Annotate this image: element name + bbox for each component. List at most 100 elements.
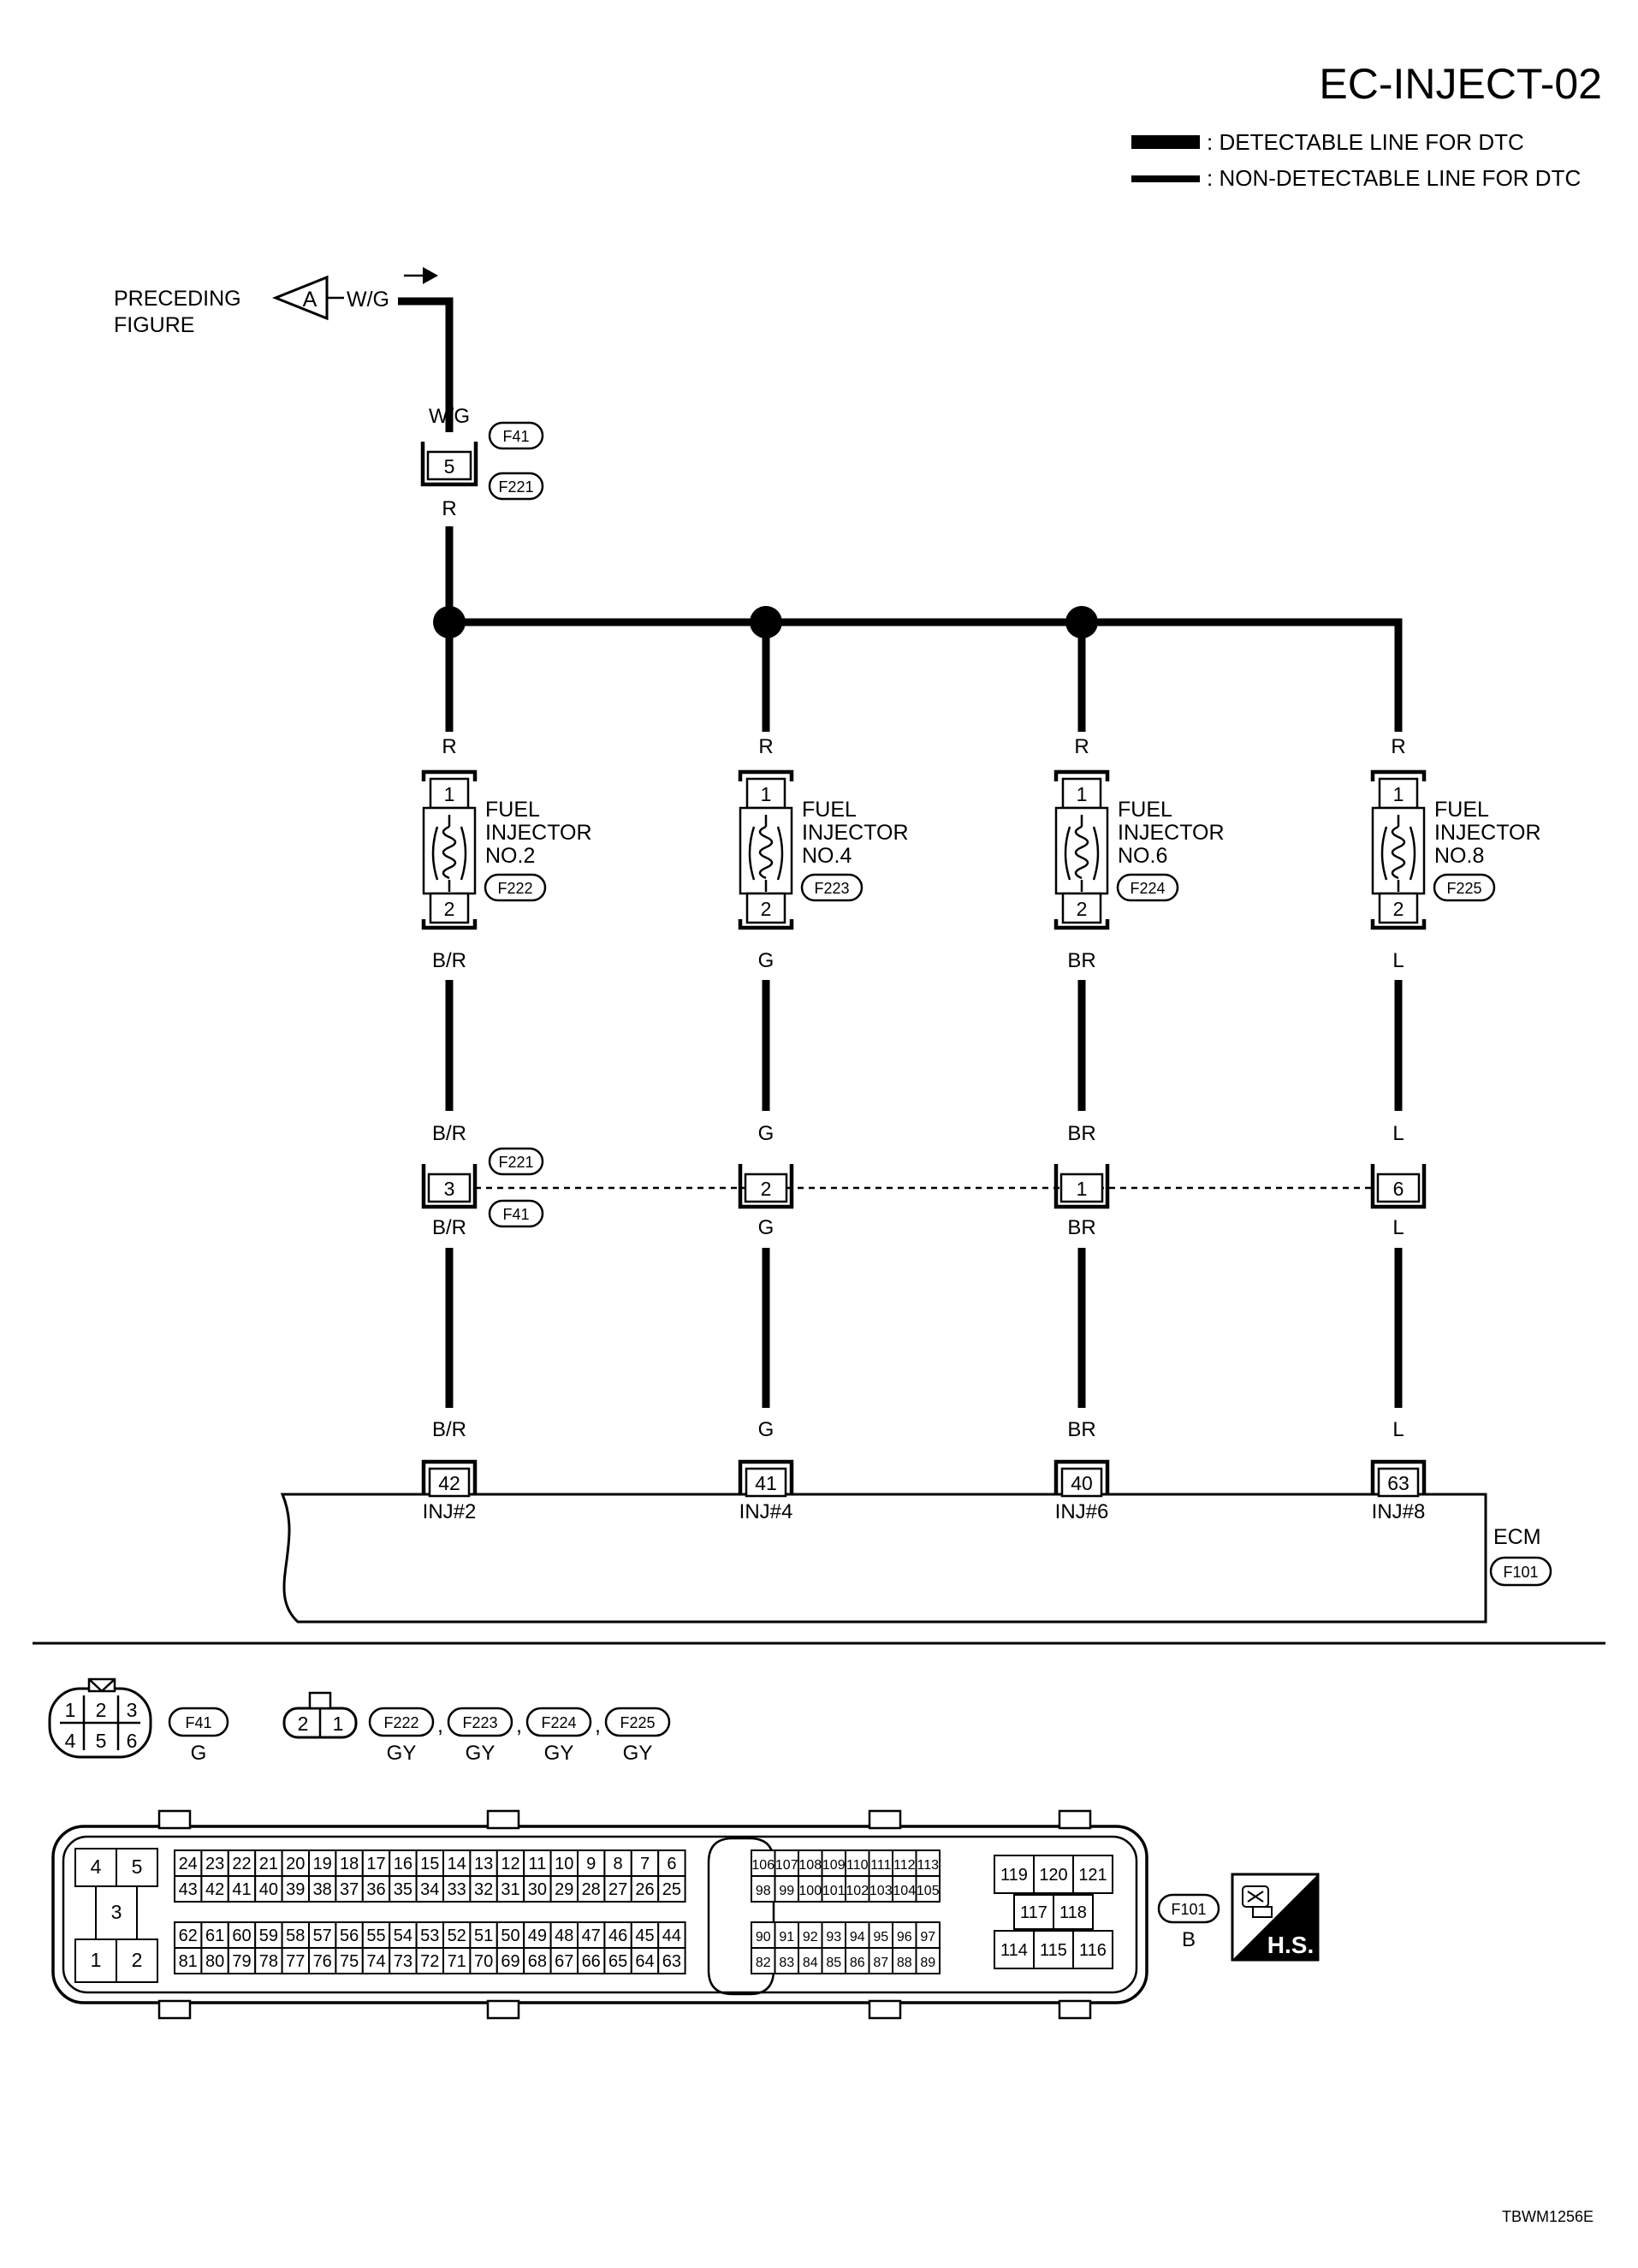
ecm-terminal-number: 72 [420,1952,439,1971]
ecm-terminal-number: 31 [501,1880,519,1899]
injector-name-line3: NO.2 [485,844,535,868]
ecm-terminal-cell [549,1947,579,1974]
ecm-terminal-cell [308,1875,337,1903]
ecm-terminal-wire: BR [1067,1418,1095,1441]
injector-wire-in: R [1074,735,1089,758]
fuel-injector-no2: R 1 2 FUEL INJECTOR NO.2 F222 B/R [421,735,592,1111]
injector-code: F225 [1446,880,1481,897]
ecm-terminal-number: 105 [917,1884,940,1898]
ecm-terminal-number: 53 [420,1927,439,1945]
ecm-terminal-number: 51 [474,1927,493,1945]
inj-view-sep: , [516,1713,522,1737]
mid-pin: 2 [761,1178,772,1200]
ecm-terminal-number: 116 [1079,1941,1107,1960]
ecm-terminal-cell [74,1938,117,1983]
ecm-terminal-cell [469,1921,498,1949]
injector-connector-view: 2 1 F222 GY , F223 GY , F224 GY , F225 G… [282,1691,671,1765]
ecm-terminal-cell [892,1849,917,1877]
ecm-terminal-cell [657,1875,686,1903]
fuel-injector-no6: R 1 2 FUEL INJECTOR NO.6 F224 BR [1053,735,1225,1111]
ecm-view-code: F101 [1171,1901,1206,1918]
ecm-terminal-number: 30 [528,1880,547,1899]
injector-name-line3: NO.6 [1118,844,1167,868]
ecm-terminal-cell [389,1947,418,1974]
inj-view-color: GY [544,1742,574,1765]
footer-drawing-code: TBWM1256E [1502,2208,1593,2225]
ecm-terminal-cell [335,1875,364,1903]
ecm-terminal-number: 60 [232,1927,251,1945]
ecm-terminal-number: 19 [313,1855,332,1873]
mid-wire-out: G [758,1216,774,1239]
ecm-terminal-cell [415,1947,445,1974]
ecm-terminal-number: 50 [501,1927,519,1945]
injector-name-line1: FUEL [485,798,540,822]
ecm-terminal-label: INJ#6 [1055,1500,1109,1523]
ecm-terminal-number: 34 [420,1880,439,1899]
ecm-terminal-number: 87 [873,1956,888,1970]
ecm-terminal-number: 110 [846,1858,869,1873]
ecm-terminal: L 63 INJ#8 [1370,1418,1427,1523]
ecm-terminal-number: 55 [366,1927,385,1945]
mid-wire-in: G [758,1122,774,1145]
injector-pin-top: 1 [1393,783,1404,805]
ecm-terminal-number: 32 [474,1880,493,1899]
ecm-terminal-number: 95 [873,1930,888,1944]
ecm-terminal-number: 9 [586,1855,596,1873]
preceding-wire-color: W/G [347,288,389,312]
inj-view-color: GY [387,1742,417,1765]
ecm-terminal-cell [994,1930,1035,1969]
ecm-terminal-number: 54 [394,1927,412,1945]
ecm-terminal-number: 28 [582,1880,601,1899]
ecm-terminal-cell [361,1947,391,1974]
injector-name-line2: INJECTOR [485,821,592,845]
injector-name-line1: FUEL [1118,798,1172,822]
ecm-terminal-number: 85 [826,1956,841,1970]
ecm-terminal-number: 20 [286,1855,305,1873]
inj-view-code: F225 [620,1714,655,1731]
f41-pin: 2 [96,1699,107,1721]
ecm-terminal-wire: B/R [432,1418,466,1441]
ecm-terminal-cell [116,1938,158,1983]
ecm-terminal-number: 73 [394,1952,412,1971]
mid-connector-code-b-oval [488,1199,544,1228]
harness-side-label: H.S. [1267,1932,1314,1958]
injector-pin-bottom: 2 [761,898,772,920]
injector-pin-top: 1 [1077,783,1088,805]
ecm-terminal-number: 27 [608,1880,627,1899]
f41-pin: 5 [96,1730,107,1752]
ecm-terminal-number: 67 [555,1952,573,1971]
f41-pin: 4 [65,1730,76,1752]
f41-connector-view: 1 2 3 4 5 6 F41 G [48,1677,229,1765]
mid-wire-in: BR [1067,1122,1095,1145]
ecm-terminal-number: 35 [394,1880,412,1899]
ecm-terminal-number: 86 [850,1956,865,1970]
injector-name-line1: FUEL [1434,798,1489,822]
top-connector-code-a-oval [488,421,544,450]
ecm-terminal-cell [915,1875,941,1903]
ecm-terminal-number: 8 [614,1855,623,1873]
mid-wire-out: BR [1067,1216,1095,1239]
ecm-terminal-cell [254,1849,283,1877]
ecm-terminal-number: 107 [775,1858,798,1873]
page-title: EC-INJECT-02 [1319,60,1602,108]
ecm-terminal-number: 91 [779,1930,794,1944]
ecm-terminal-number: 10 [555,1855,573,1873]
ecm-terminal-number: 46 [608,1927,627,1945]
inj-view-sep: , [595,1713,601,1737]
injector-wire-in: R [758,735,773,758]
flow-arrow-icon [423,267,438,284]
legend-non-detectable-swatch [1131,175,1200,182]
legend-detectable-label: : DETECTABLE LINE FOR DTC [1207,129,1524,155]
top-connector-code-b: F221 [498,478,533,496]
mid-wire-out: B/R [432,1216,466,1239]
ecm-terminal-cell [892,1875,917,1903]
ecm-terminal-cell [415,1921,445,1949]
ecm-terminal-number: 81 [179,1952,198,1971]
ecm-terminal-number: 49 [528,1927,547,1945]
preceding-marker-letter: A [303,288,318,312]
ecm-terminal-cell [254,1875,283,1903]
ecm-terminal-cell [496,1875,525,1903]
ecm-terminal-cell [915,1947,941,1974]
